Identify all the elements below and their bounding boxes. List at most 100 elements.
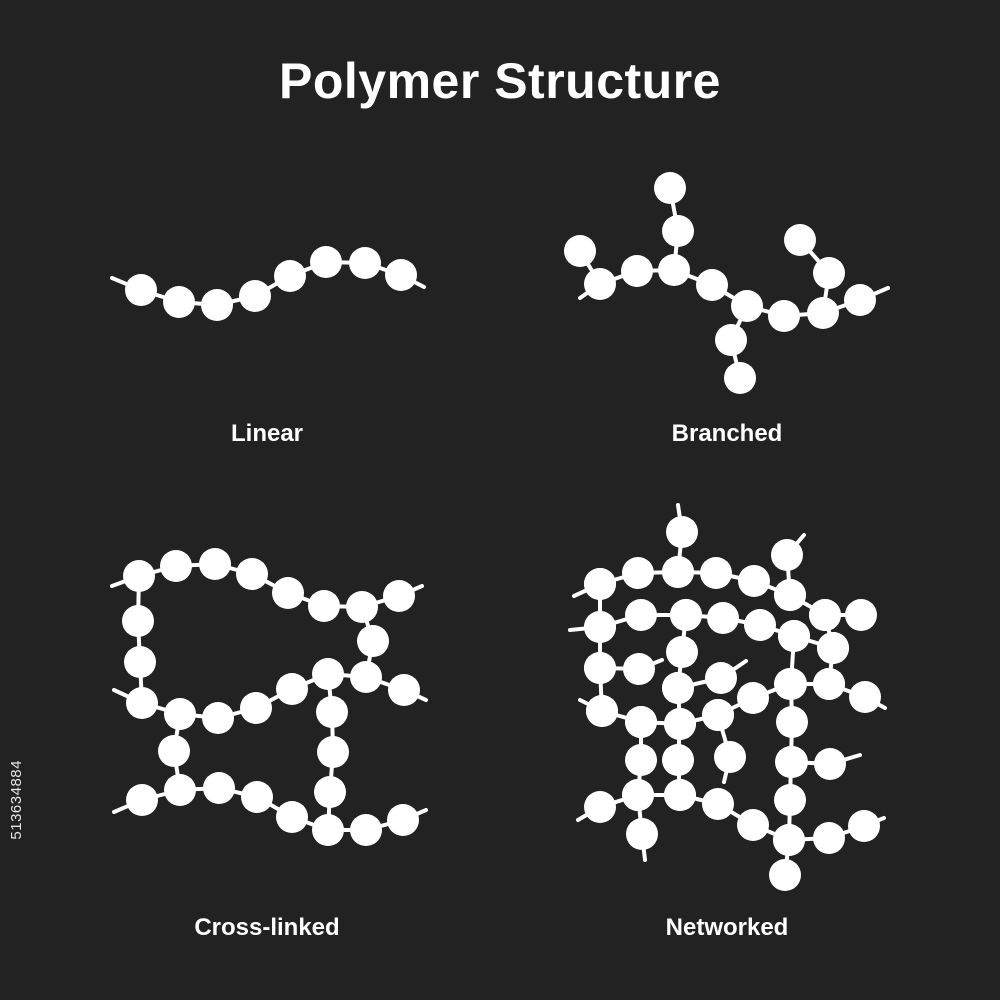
cross-linked-monomer bbox=[388, 674, 420, 706]
stock-id: 513634884 bbox=[8, 760, 25, 840]
networked-monomer bbox=[737, 809, 769, 841]
linear-monomer bbox=[385, 259, 417, 291]
networked-monomer bbox=[664, 708, 696, 740]
networked-monomer bbox=[625, 599, 657, 631]
cross-linked-monomer bbox=[126, 784, 158, 816]
networked-monomer bbox=[622, 557, 654, 589]
networked-monomer bbox=[670, 599, 702, 631]
page-title: Polymer Structure bbox=[279, 53, 721, 109]
networked-monomer bbox=[626, 818, 658, 850]
branched-monomer bbox=[584, 268, 616, 300]
branched-monomer bbox=[654, 172, 686, 204]
networked-monomer bbox=[774, 579, 806, 611]
cross-linked-monomer bbox=[158, 735, 190, 767]
cross-linked-monomer bbox=[316, 696, 348, 728]
cross-linked-monomer bbox=[203, 772, 235, 804]
cross-linked-monomer bbox=[123, 560, 155, 592]
cross-linked-monomer bbox=[164, 774, 196, 806]
label-networked: Networked bbox=[665, 914, 789, 941]
networked-monomer bbox=[700, 557, 732, 589]
label-cross-linked: Cross-linked bbox=[194, 914, 340, 941]
linear-monomer bbox=[310, 246, 342, 278]
networked-monomer bbox=[714, 741, 746, 773]
networked-monomer bbox=[769, 859, 801, 891]
branched-monomer bbox=[768, 300, 800, 332]
cross-linked-monomer bbox=[240, 692, 272, 724]
branched-monomer bbox=[696, 269, 728, 301]
cross-linked-monomer bbox=[383, 580, 415, 612]
cross-linked-monomer bbox=[272, 577, 304, 609]
networked-monomer bbox=[664, 779, 696, 811]
networked-monomer bbox=[584, 791, 616, 823]
label-linear: Linear bbox=[230, 420, 304, 447]
branched-monomer bbox=[621, 255, 653, 287]
networked-monomer bbox=[702, 788, 734, 820]
networked-monomer bbox=[584, 611, 616, 643]
networked-monomer bbox=[584, 652, 616, 684]
cross-linked-monomer bbox=[312, 814, 344, 846]
networked-monomer bbox=[776, 746, 808, 778]
networked-monomer bbox=[666, 516, 698, 548]
cross-linked-monomer bbox=[202, 702, 234, 734]
cross-linked-monomer bbox=[387, 804, 419, 836]
cross-linked-monomer bbox=[199, 548, 231, 580]
cross-linked-monomer bbox=[346, 591, 378, 623]
cross-linked-monomer bbox=[317, 736, 349, 768]
cross-linked-monomer bbox=[124, 646, 156, 678]
cross-linked-monomer bbox=[164, 698, 196, 730]
cross-linked-monomer bbox=[350, 661, 382, 693]
networked-monomer bbox=[662, 672, 694, 704]
networked-monomer bbox=[776, 706, 808, 738]
branched-monomer bbox=[784, 224, 816, 256]
networked-monomer bbox=[705, 662, 737, 694]
cross-linked-monomer bbox=[236, 558, 268, 590]
networked-monomer bbox=[666, 636, 698, 668]
cross-linked-monomer bbox=[308, 590, 340, 622]
networked-monomer bbox=[771, 539, 803, 571]
cross-linked-monomer bbox=[357, 625, 389, 657]
networked-monomer bbox=[586, 695, 618, 727]
branched-monomer bbox=[731, 290, 763, 322]
networked-monomer bbox=[809, 599, 841, 631]
linear-monomer bbox=[201, 289, 233, 321]
linear-monomer bbox=[125, 274, 157, 306]
cross-linked-monomer bbox=[241, 781, 273, 813]
networked-monomer bbox=[584, 568, 616, 600]
networked-monomer bbox=[773, 824, 805, 856]
networked-monomer bbox=[845, 599, 877, 631]
networked-monomer bbox=[625, 706, 657, 738]
networked-monomer bbox=[622, 779, 654, 811]
label-branched: Branched bbox=[671, 420, 783, 447]
cross-linked-monomer bbox=[276, 801, 308, 833]
cross-linked-monomer bbox=[160, 550, 192, 582]
networked-monomer bbox=[738, 565, 770, 597]
cross-linked-monomer bbox=[276, 673, 308, 705]
linear-monomer bbox=[349, 247, 381, 279]
networked-monomer bbox=[817, 632, 849, 664]
networked-monomer bbox=[744, 609, 776, 641]
cross-linked-monomer bbox=[122, 605, 154, 637]
networked-monomer bbox=[623, 653, 655, 685]
bonds bbox=[110, 186, 890, 877]
networked-monomer bbox=[707, 602, 739, 634]
networked-monomer bbox=[775, 668, 807, 700]
cross-linked-monomer bbox=[312, 658, 344, 690]
networked-monomer bbox=[778, 620, 810, 652]
linear-monomer bbox=[239, 280, 271, 312]
monomers bbox=[122, 172, 881, 891]
networked-monomer bbox=[813, 822, 845, 854]
networked-monomer bbox=[814, 748, 846, 780]
branched-monomer bbox=[844, 284, 876, 316]
networked-monomer bbox=[625, 744, 657, 776]
networked-monomer bbox=[774, 784, 806, 816]
networked-monomer bbox=[662, 744, 694, 776]
cross-linked-monomer bbox=[126, 687, 158, 719]
branched-monomer bbox=[813, 257, 845, 289]
cross-linked-monomer bbox=[314, 776, 346, 808]
linear-monomer bbox=[274, 260, 306, 292]
networked-monomer bbox=[848, 810, 880, 842]
branched-monomer bbox=[807, 297, 839, 329]
branched-monomer bbox=[662, 215, 694, 247]
networked-monomer bbox=[737, 682, 769, 714]
